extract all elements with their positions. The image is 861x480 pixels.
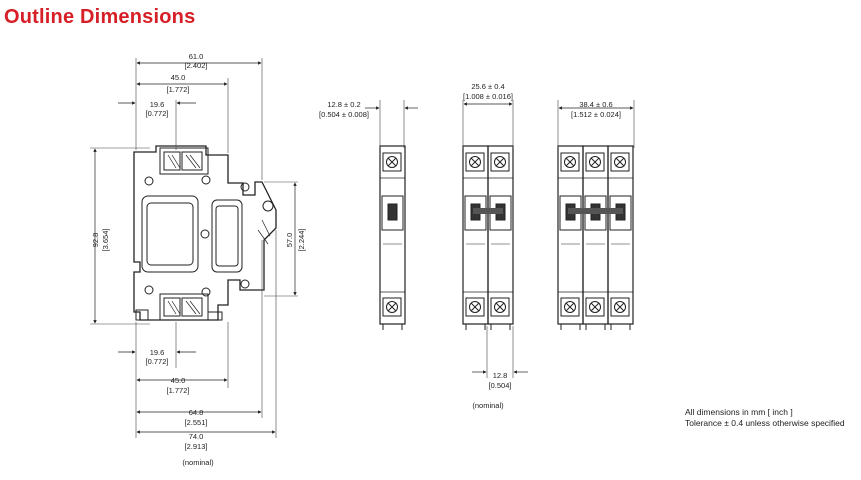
terminal-screw-icon [564,156,576,168]
front-view-2-pole [462,145,514,330]
pole-body [487,145,514,325]
dim-single-width-inch: [0.504 ± 0.008] [319,110,369,119]
handle-tie-bar [473,208,503,214]
dim-height: 92.8 [91,233,100,248]
side-view-nominal: (nominal) [182,458,214,467]
dim-single-width: 12.8 ± 0.2 [327,100,360,109]
dim-mount-height-inch: [2.244] [297,229,306,252]
dim-upper-width: 45.0 [171,73,186,82]
front-view-3-pole [557,145,634,330]
terminal-screw-housing [490,152,510,172]
label-recess [141,195,199,273]
pole-body [607,145,634,325]
screw-slot [495,302,505,312]
dim-pole-pitch: 12.8 [493,371,508,380]
terminal-screw-housing [585,152,605,172]
terminal-screw-housing [610,152,630,172]
terminal-screw-icon [589,156,601,168]
dim-lower-width-inch: [1.772] [167,386,190,395]
terminal-screw-housing [490,297,510,317]
terminal-screw-icon [494,156,506,168]
screw-slot [470,302,480,312]
dim-pole-pitch-inch: [0.504] [489,381,512,390]
dimension-notes: All dimensions in mm [ inch ] Tolerance … [685,407,845,429]
pole-body [557,145,584,325]
handle-housing [381,195,404,231]
terminal-screw-icon [589,301,601,313]
terminal-screw-icon [614,156,626,168]
dim-depth-inch: [2.551] [185,418,208,427]
toggle-handle [387,203,398,221]
terminal-screw-housing [465,152,485,172]
units-note: All dimensions in mm [ inch ] [685,407,793,417]
screw-slot [470,157,480,167]
screw-slot [615,302,625,312]
dim-total-depth-inch: [2.913] [185,442,208,451]
terminal-screw-housing [382,152,402,172]
terminal-screw-housing [610,297,630,317]
screw-slot [590,302,600,312]
mounting-hole-top [144,176,154,186]
terminal-screw-icon [386,301,398,313]
dim-upper-terminal: 19.6 [150,100,165,109]
front-view-1-pole [379,145,406,330]
dim-triple-width: 38.4 ± 0.6 [579,100,612,109]
terminal-screw-icon [386,156,398,168]
terminal-screw-housing [465,297,485,317]
terminal-screw-icon [469,156,481,168]
dim-upper-terminal-inch: [0.772] [146,109,169,118]
dim-double-width-inch: [1.008 ± 0.016] [463,92,513,101]
dim-height-inch: [3.654] [101,229,110,252]
dim-overall-width: 61.0 [189,52,204,61]
terminal-screw-icon [469,301,481,313]
side-view [90,58,298,438]
screw-slot [590,157,600,167]
dim-depth: 64.8 [189,408,204,417]
dim-upper-width-inch: [1.772] [167,85,190,94]
dim-lower-terminal-inch: [0.772] [146,357,169,366]
handle-tie-bar [568,208,623,214]
terminal-screw-housing [382,297,402,317]
terminal-screw-housing [560,297,580,317]
tolerance-note: Tolerance ± 0.4 unless otherwise specifi… [685,418,845,428]
breaker-body-outline [133,145,277,321]
screw-slot [565,302,575,312]
dim-total-depth: 74.0 [189,432,204,441]
dim-lower-terminal: 19.6 [150,348,165,357]
screw-slot [615,157,625,167]
pole-body [379,145,406,325]
pole-body [582,145,609,325]
terminal-screw-icon [494,301,506,313]
terminal-screw-icon [614,301,626,313]
terminal-screw-housing [585,297,605,317]
pole-body [462,145,489,325]
dim-triple-width-inch: [1.512 ± 0.024] [571,110,621,119]
screw-slot [387,302,397,312]
dim-double-width: 25.6 ± 0.4 [471,82,504,91]
front-views-nominal: (nominal) [472,401,504,410]
upper-terminal-block [159,147,209,175]
screw-slot [387,157,397,167]
dim-mount-height: 57.0 [285,233,294,248]
screw-slot [495,157,505,167]
dim-overall-width-inch: [2.402] [185,61,208,70]
screw-slot [565,157,575,167]
terminal-screw-icon [564,301,576,313]
dim-lower-width: 45.0 [171,376,186,385]
lower-terminal-block [159,293,209,321]
terminal-screw-housing [560,152,580,172]
page-title: Outline Dimensions [4,6,196,28]
front-views [379,145,634,330]
